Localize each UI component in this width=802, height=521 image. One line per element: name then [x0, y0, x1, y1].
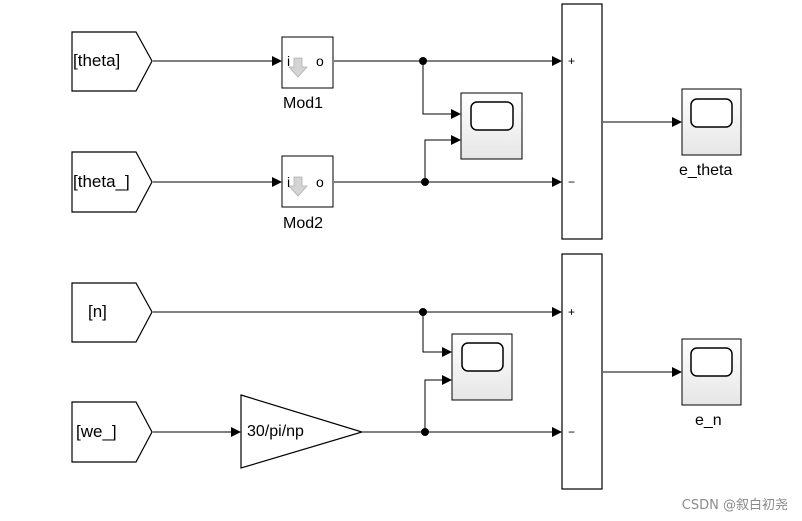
- signal-line[interactable]: [422, 61, 461, 119]
- scope-e-theta-name: e_theta: [679, 162, 733, 179]
- mod1-block-name: Mod1: [283, 95, 324, 112]
- mod1-down-arrow-icon: [288, 57, 308, 78]
- scope-e-n-name: e_n: [695, 412, 722, 429]
- mod2-down-arrow-icon: [288, 176, 308, 197]
- from-block-n[interactable]: [71, 282, 153, 343]
- scope-e-theta[interactable]: [681, 88, 742, 156]
- mod2-out-port-label: o: [316, 174, 324, 190]
- mod2-block-name: Mod2: [283, 215, 324, 232]
- from-tag-label: [we_]: [76, 422, 117, 441]
- from-block-theta[interactable]: [71, 31, 153, 92]
- sum-block-1[interactable]: [561, 3, 603, 240]
- scope-compare-n[interactable]: [451, 333, 513, 401]
- branch-point: [421, 428, 429, 436]
- signal-line[interactable]: [424, 135, 461, 182]
- mod1-out-port-label: o: [316, 53, 324, 69]
- sum-block-2[interactable]: [561, 253, 603, 490]
- scope-e-n[interactable]: [681, 338, 742, 406]
- gain-block[interactable]: [240, 394, 365, 469]
- from-tag-label: [theta]: [73, 51, 121, 70]
- sum1-plus-sign: +: [568, 54, 576, 68]
- scope-compare-theta[interactable]: [460, 92, 523, 160]
- sum1-minus-sign: −: [568, 175, 576, 189]
- mod2-block[interactable]: [281, 155, 334, 208]
- mod1-block[interactable]: [281, 36, 334, 89]
- watermark-text: CSDN @叙白初尧: [681, 498, 788, 513]
- branch-point: [419, 57, 427, 65]
- signal-line[interactable]: [422, 312, 452, 357]
- sum2-plus-sign: +: [568, 305, 576, 319]
- mod1-in-port-label: i: [287, 53, 291, 69]
- from-tag-label: [theta_]: [73, 172, 130, 191]
- mod2-in-port-label: i: [287, 174, 291, 190]
- gain-label: 30/pi/np: [247, 423, 304, 440]
- from-block-we[interactable]: [71, 401, 153, 463]
- from-block-theta-underscore[interactable]: [71, 151, 153, 213]
- sum2-minus-sign: −: [568, 425, 576, 439]
- from-tag-label: [n]: [88, 302, 107, 321]
- branch-point: [421, 178, 429, 186]
- signal-line[interactable]: [424, 375, 452, 432]
- branch-point: [419, 308, 427, 316]
